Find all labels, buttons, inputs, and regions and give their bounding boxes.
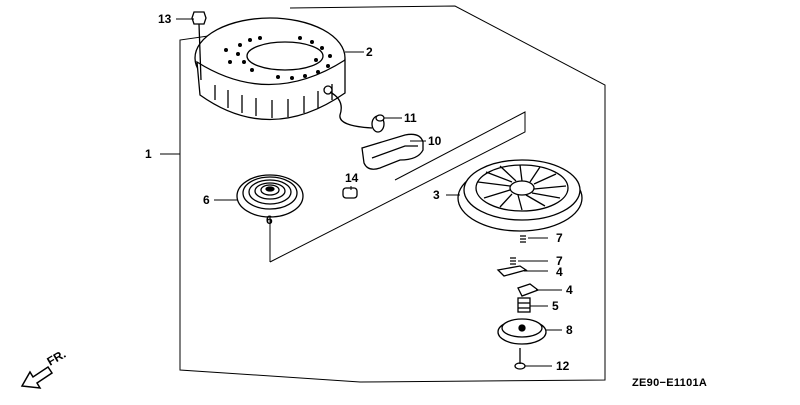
grip-14	[342, 187, 358, 199]
front-label: FR.	[45, 347, 69, 369]
screw-12	[514, 348, 526, 370]
callout-4b: 4	[566, 283, 573, 297]
callout-7b: 7	[556, 254, 563, 268]
callout-5: 5	[552, 299, 559, 313]
callout-1: 1	[145, 147, 152, 161]
callout-6a: 6	[203, 193, 210, 207]
callout-12: 12	[556, 359, 570, 373]
callouts: 13 2 11 10 1 14 3 6 6 7 7 4 4 5 8 12	[145, 12, 573, 373]
handle-10	[361, 133, 424, 170]
front-arrow-icon	[20, 365, 54, 389]
spring-7a	[520, 235, 526, 243]
callout-14: 14	[345, 171, 359, 185]
spring-5	[517, 297, 531, 313]
callout-8: 8	[566, 323, 573, 337]
callout-7a: 7	[556, 231, 563, 245]
callout-10: 10	[428, 134, 442, 148]
callout-2: 2	[366, 45, 373, 59]
reel-3	[457, 159, 583, 232]
spring-7b	[510, 257, 516, 265]
callout-4a: 4	[556, 265, 563, 279]
ratchet-4b	[517, 283, 540, 297]
spiral-spring-6	[236, 174, 304, 218]
grommet-11	[371, 114, 385, 133]
callout-13: 13	[158, 12, 172, 26]
leader-lines	[160, 18, 562, 367]
callout-3: 3	[433, 188, 440, 202]
callout-6b: 6	[266, 213, 273, 227]
sub-assembly-boundary	[269, 111, 526, 263]
callout-11: 11	[404, 111, 417, 125]
assembly-boundary-1	[179, 5, 606, 383]
friction-plate-8	[497, 318, 547, 345]
starter-cover	[194, 17, 373, 129]
front-direction-indicator: FR.	[20, 347, 69, 389]
diagram-code: ZE90−E1101A	[632, 377, 707, 389]
ratchet-4a	[496, 265, 528, 277]
bolt-13	[191, 11, 207, 81]
